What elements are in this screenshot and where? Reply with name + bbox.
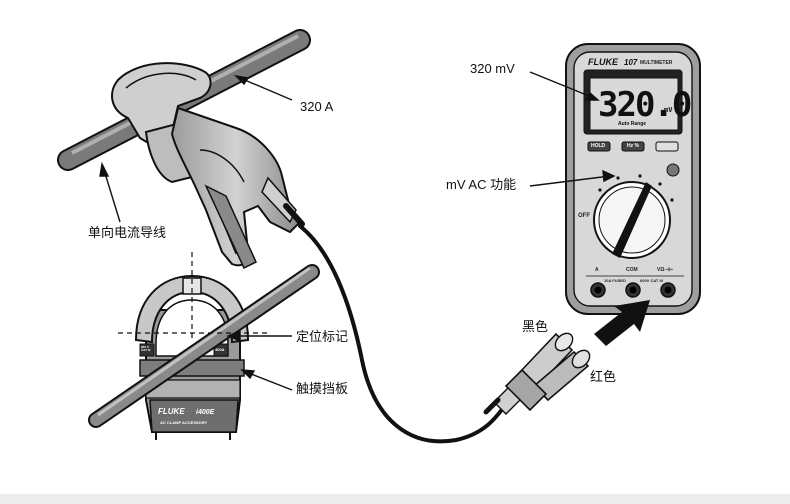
- meter-off-label: OFF: [578, 213, 590, 219]
- meter-model-suffix: MULTIMETER: [640, 60, 673, 66]
- clamp-rating-right: 400A: [215, 347, 225, 352]
- label-conductor: 单向电流导线: [88, 225, 167, 240]
- meter-model: 107: [624, 58, 638, 67]
- meter-jack-com-label: COM: [626, 267, 638, 273]
- bottom-strip: [0, 494, 790, 504]
- clamp-brand: FLUKE: [158, 407, 185, 416]
- meter-cat-label: 600V CAT III: [640, 278, 663, 283]
- meter-fuse-label: 10A FUSED: [604, 278, 626, 283]
- clamp-rating-left: 600 V CAT III: [141, 345, 151, 352]
- alignment-guide-lines: [118, 252, 268, 342]
- label-current: 320 A: [300, 99, 334, 114]
- clamp-subtitle: AC CLAMP ACCESSORY: [160, 420, 208, 425]
- meter-display: 320.0 mV Auto Range: [592, 80, 692, 130]
- label-alignment-marks: 定位标记: [296, 329, 349, 344]
- conductor-wire-bottom: [88, 264, 320, 428]
- test-lead-plugs: [483, 332, 591, 415]
- label-meter-reading: 320 mV: [470, 61, 515, 76]
- meter-jack-v-label: VΩ⊣⊢: [657, 267, 674, 273]
- callout-lines: [99, 71, 616, 391]
- meter-hz-button[interactable]: Hz %: [627, 143, 639, 149]
- meter-auto-range: Auto Range: [618, 121, 647, 127]
- meter-display-digits: 320.0: [598, 85, 692, 125]
- label-black: 黑色: [522, 319, 549, 334]
- meter-hold-button[interactable]: HOLD: [591, 143, 606, 149]
- label-function: mV AC 功能: [446, 177, 517, 192]
- meter-display-unit: mV: [664, 106, 673, 114]
- label-touch-guard: 触摸挡板: [296, 381, 349, 396]
- insertion-arrow: [594, 300, 650, 346]
- meter-brand: FLUKE: [588, 57, 618, 67]
- clamp-model: i400E: [196, 409, 215, 416]
- meter-jack-a-label: A: [595, 267, 599, 273]
- multimeter-body: [565, 43, 701, 315]
- label-red: 红色: [590, 369, 617, 384]
- test-cable: [298, 224, 508, 444]
- clamp-body: [170, 106, 305, 270]
